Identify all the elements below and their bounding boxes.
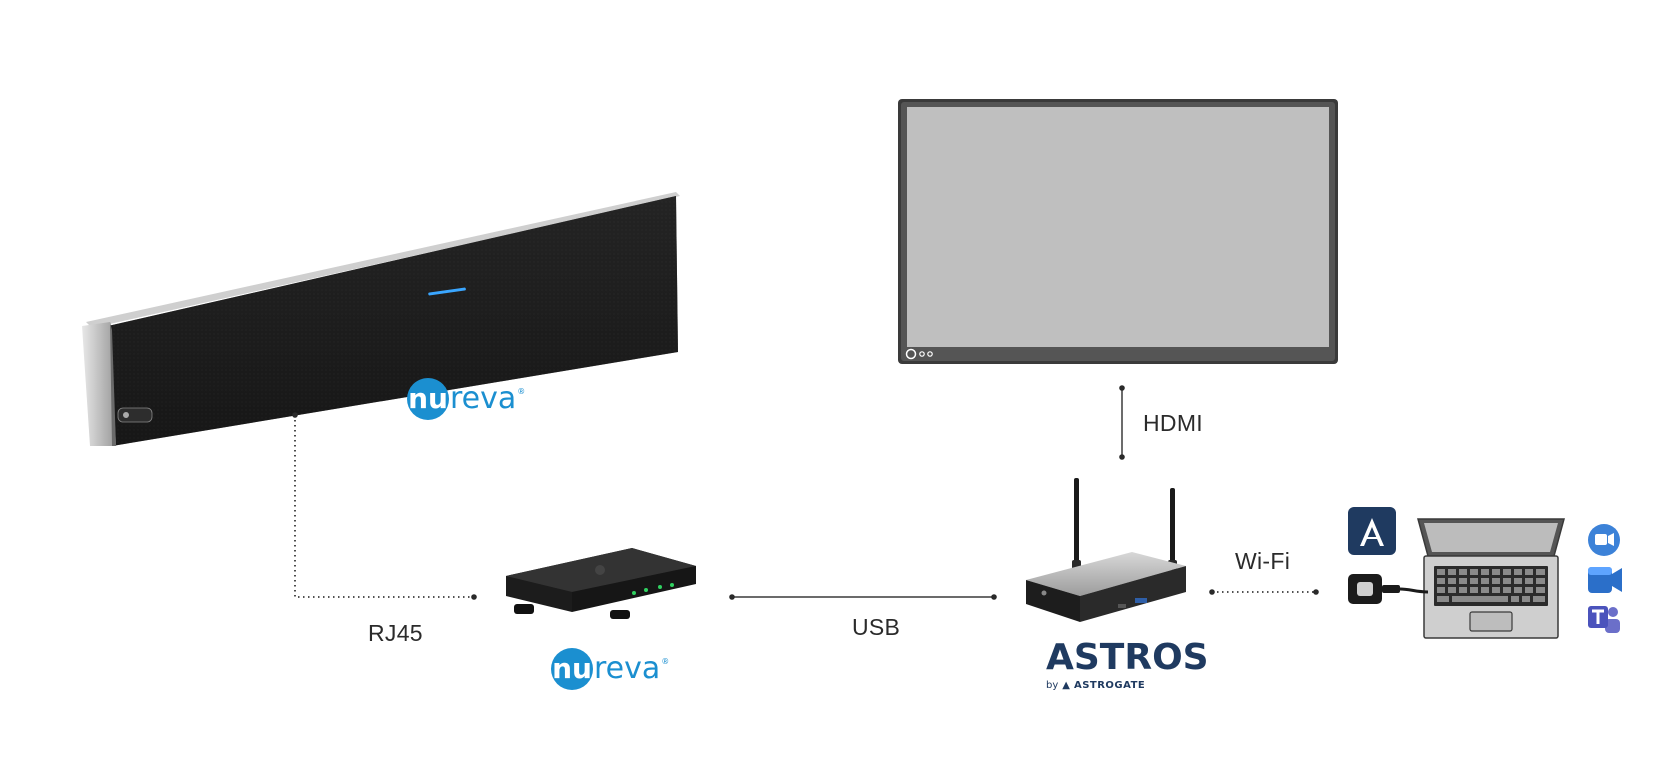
usb-connector — [729, 594, 997, 600]
nureva-logo-soundbar: nu reva ® — [407, 375, 525, 423]
nureva-logo-text: reva — [450, 381, 517, 416]
hub-device — [506, 548, 696, 619]
astros-app-icon — [1348, 507, 1396, 555]
display-monitor — [898, 99, 1338, 364]
astrogate-brand-text: ASTROGATE — [1073, 680, 1146, 691]
astros-logo-word: ASTROS — [1046, 637, 1209, 678]
nureva-logo-text: reva — [594, 651, 661, 686]
registered-mark-icon: ® — [517, 387, 526, 396]
soundbar-device — [82, 192, 680, 446]
wifi-label: Wi-Fi — [1235, 548, 1291, 574]
hdmi-label: HDMI — [1143, 410, 1203, 436]
astros-logo-sub: by ▲ ASTROGATE — [1046, 680, 1209, 691]
wifi-connector — [1209, 589, 1319, 595]
nureva-logo-badge: nu — [407, 378, 449, 420]
wireless-router — [1026, 478, 1186, 622]
webex-icon — [1588, 567, 1622, 593]
teams-icon — [1588, 606, 1620, 633]
rj45-label: RJ45 — [368, 620, 423, 646]
laptop — [1417, 518, 1565, 639]
astros-by-text: by — [1046, 680, 1059, 691]
rj45-connector — [292, 412, 477, 600]
registered-mark-icon: ® — [661, 657, 670, 666]
nureva-logo-hub: nu reva ® — [551, 645, 669, 693]
astros-logo: ASTROS by ▲ ASTROGATE — [1046, 637, 1209, 692]
usb-dongle — [1348, 574, 1429, 604]
usb-label: USB — [852, 614, 901, 640]
nureva-logo-badge: nu — [551, 648, 593, 690]
astrogate-triangle-icon: ▲ — [1062, 680, 1070, 691]
hdmi-connector — [1119, 385, 1125, 460]
zoom-icon — [1588, 524, 1620, 556]
